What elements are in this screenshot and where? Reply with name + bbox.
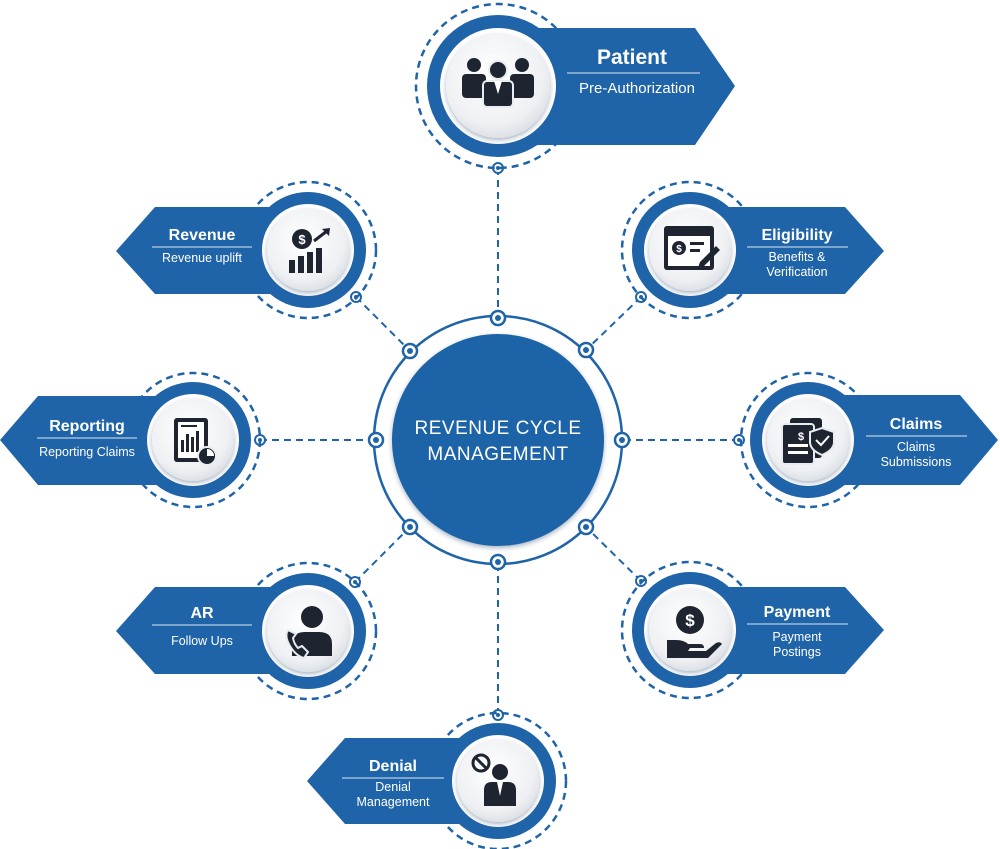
node-eligibility: $ Eligibility Benefits & Verification <box>620 180 884 320</box>
connector-payment <box>585 526 642 582</box>
node-revenue: $ Revenue Revenue uplift <box>116 180 378 320</box>
title-ar: AR <box>190 605 214 622</box>
title-patient: Patient <box>597 46 667 69</box>
hub-circle <box>392 334 604 546</box>
verification-document-icon: $ <box>664 226 720 270</box>
title-payment: Payment <box>764 604 831 621</box>
sub1-payment: Payment <box>772 630 822 644</box>
connector-lines <box>260 168 739 715</box>
connector-ar <box>354 526 411 583</box>
sub1-reporting: Reporting Claims <box>39 445 135 459</box>
node-payment: $ Payment Payment Postings <box>620 560 884 700</box>
title-revenue: Revenue <box>169 227 236 244</box>
hand-dollar-coin-icon: $ <box>667 606 722 658</box>
svg-text:$: $ <box>298 232 306 247</box>
node-claims: $ Claims Claims Submissions <box>739 371 998 509</box>
node-denial: Denial Denial Management <box>307 711 568 849</box>
hub-ring-dots <box>367 309 631 571</box>
connector-revenue <box>355 296 411 352</box>
sub2-eligibility: Verification <box>766 265 827 279</box>
sub2-denial: Management <box>357 795 430 809</box>
sub2-claims: Submissions <box>881 455 952 469</box>
sub1-revenue: Revenue uplift <box>162 251 242 265</box>
sub1-denial: Denial <box>375 780 410 794</box>
sub2-payment: Postings <box>773 645 821 659</box>
report-chart-icon <box>174 418 217 466</box>
hub-title-line2: MANAGEMENT <box>427 444 568 465</box>
svg-text:$: $ <box>676 244 682 255</box>
node-ar: AR Follow Ups <box>116 561 378 701</box>
node-patient: Patient Pre-Authorization <box>414 2 735 170</box>
person-phone-icon <box>285 606 332 660</box>
title-reporting: Reporting <box>49 418 125 435</box>
hub-title-line1: REVENUE CYCLE <box>415 418 582 439</box>
sub1-claims: Claims <box>897 440 935 454</box>
title-claims: Claims <box>890 416 943 433</box>
sub1-ar: Follow Ups <box>171 634 233 648</box>
group-people-icon <box>462 58 534 108</box>
sub1-eligibility: Benefits & <box>769 250 827 264</box>
connector-eligibility <box>585 296 642 351</box>
person-prohibited-icon <box>471 753 516 806</box>
title-denial: Denial <box>369 758 417 775</box>
sub1-patient: Pre-Authorization <box>579 80 695 97</box>
svg-text:$: $ <box>685 611 695 630</box>
node-reporting: Reporting Reporting Claims <box>0 371 262 509</box>
svg-text:$: $ <box>798 431 804 443</box>
claim-documents-shield-icon: $ <box>781 418 835 465</box>
title-eligibility: Eligibility <box>761 227 832 244</box>
revenue-growth-chart-icon: $ <box>289 228 330 273</box>
